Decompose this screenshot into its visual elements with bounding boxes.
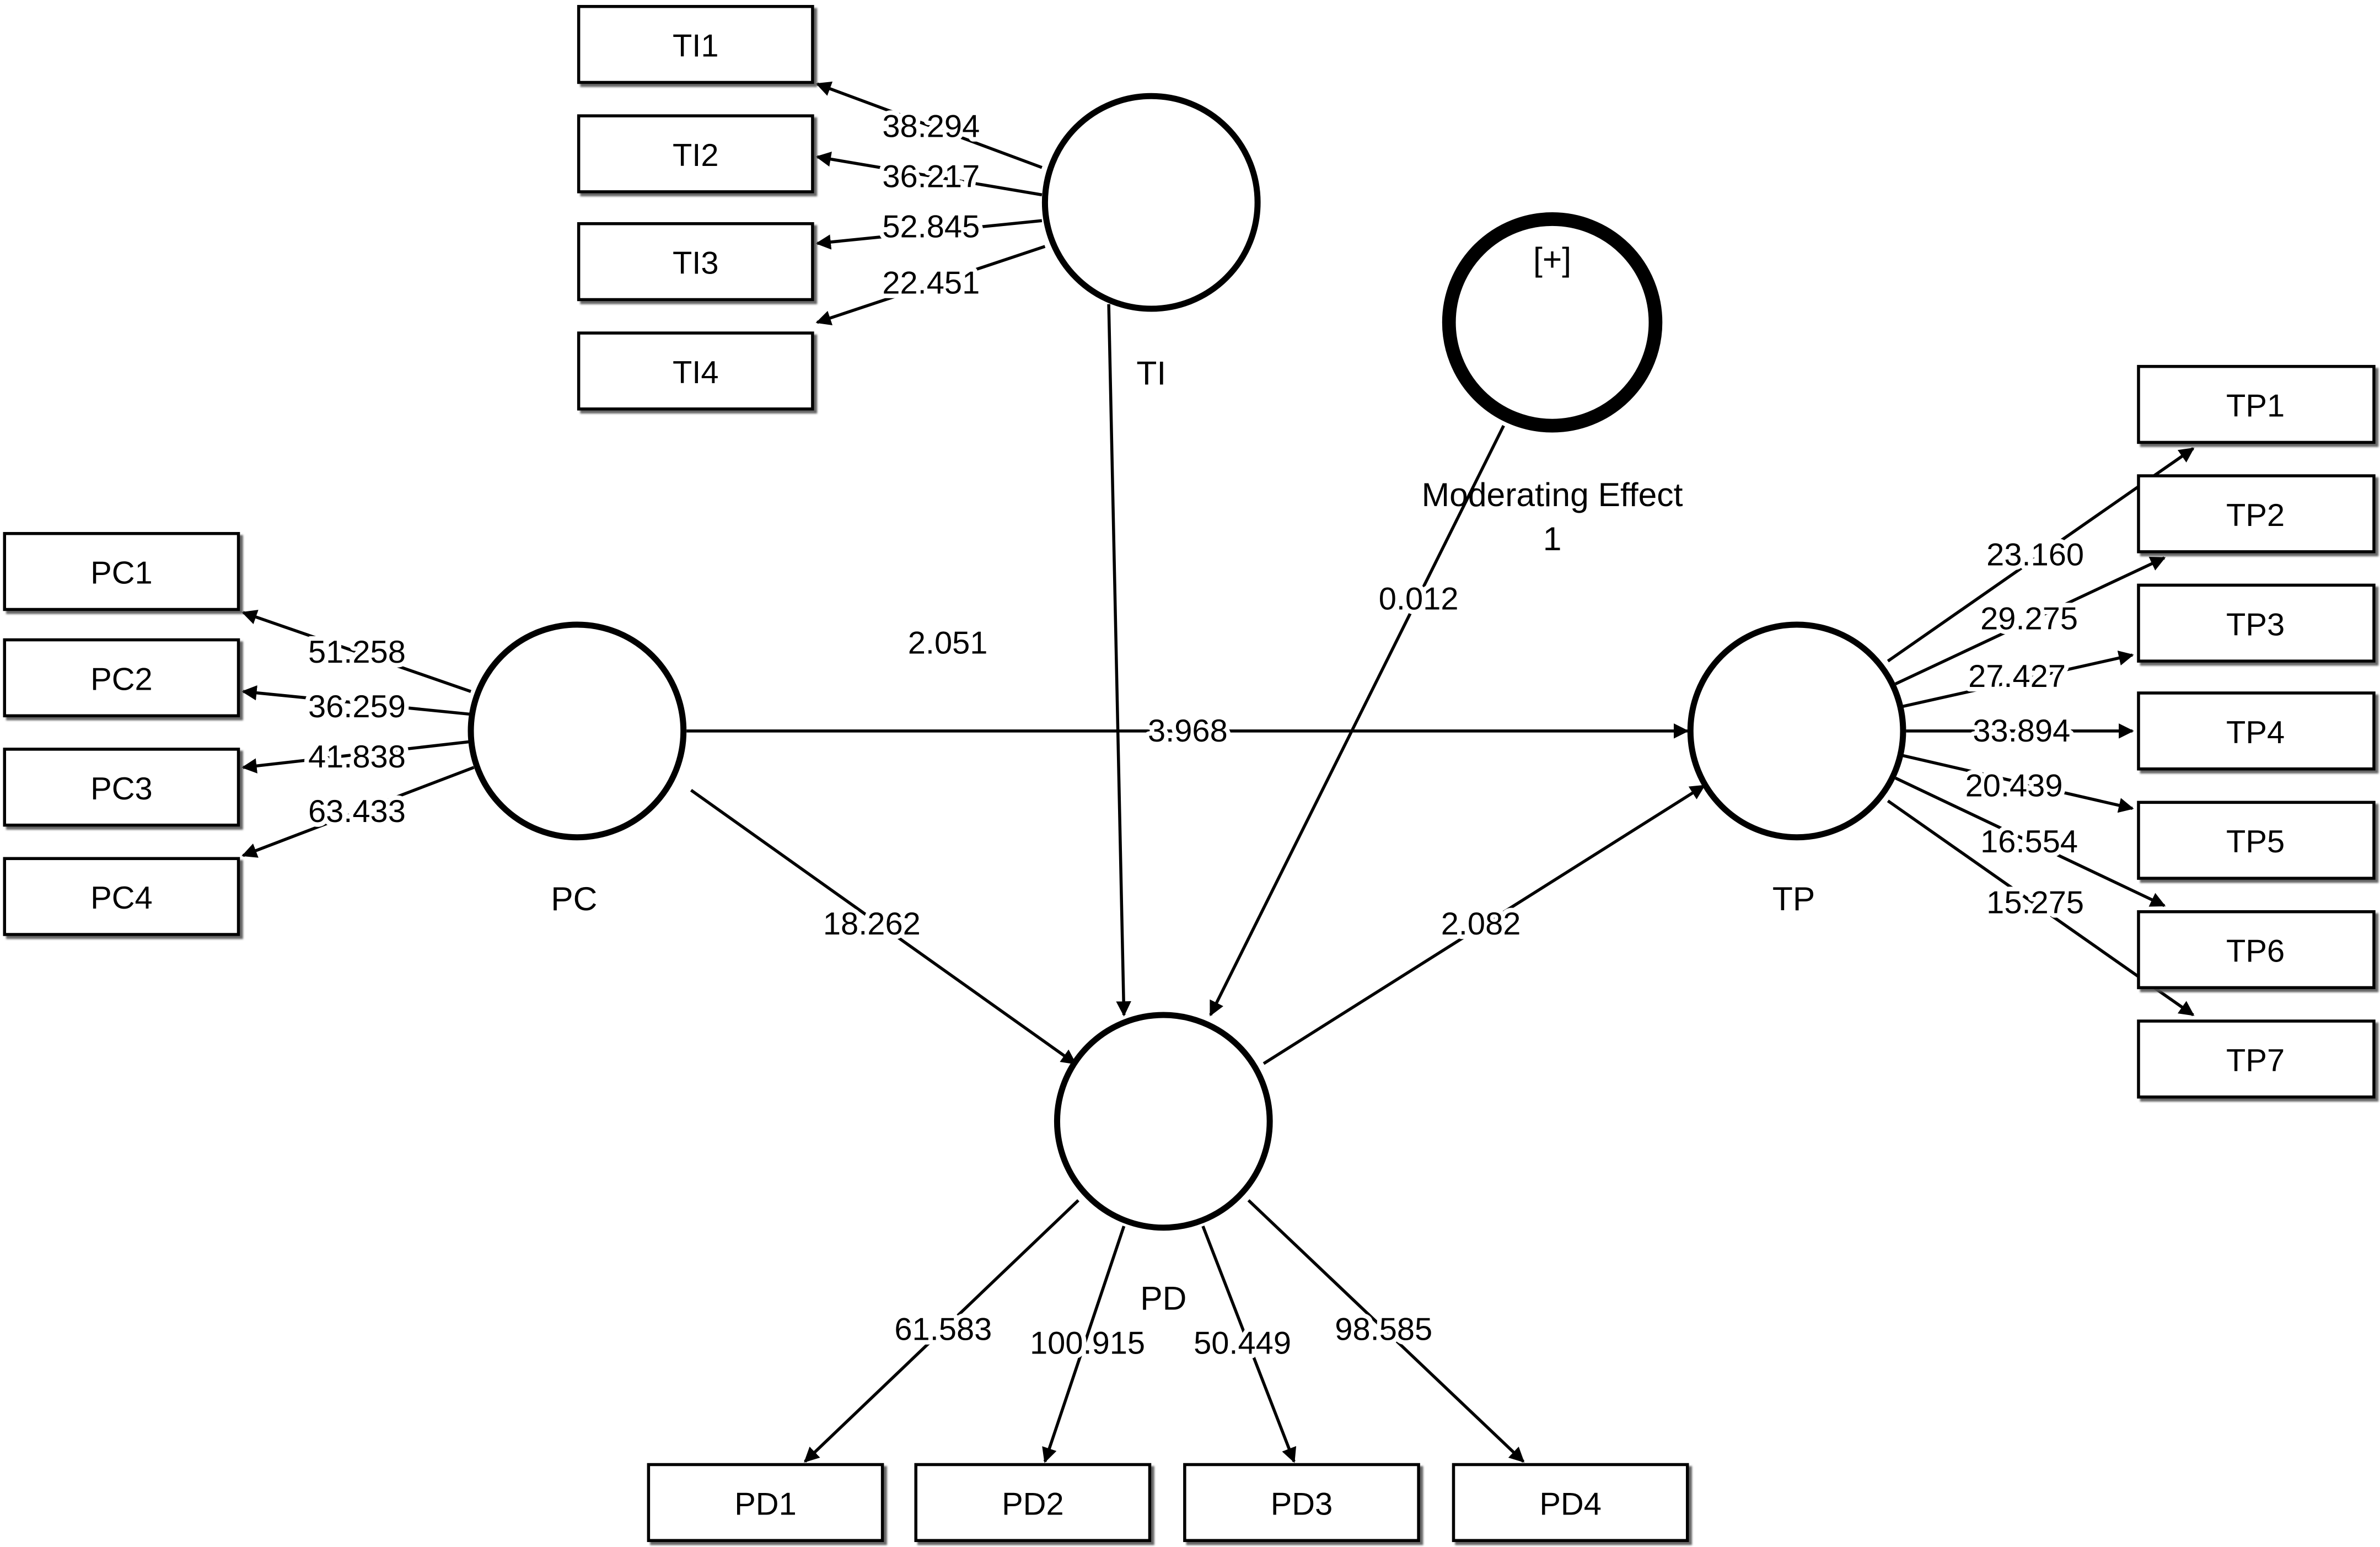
- edge-pc-pc2: [241, 685, 471, 716]
- indicator-label-tp7: TP7: [2226, 1043, 2285, 1078]
- indicator-label-pd1: PD1: [734, 1486, 797, 1522]
- edge-pc-pc4: [241, 766, 475, 858]
- indicator-label-tp3: TP3: [2226, 607, 2285, 642]
- loading-pd-pd3: 50.449: [1194, 1325, 1291, 1361]
- indicator-box-ti3[interactable]: [577, 222, 814, 302]
- moderating-effect-label-index: 1: [1543, 520, 1562, 557]
- indicator-label-tp6: TP6: [2226, 934, 2285, 969]
- loading-tp-tp1: 23.160: [1986, 538, 2084, 573]
- loading-pc-pc3: 41.838: [308, 739, 406, 775]
- loading-tp-tp2: 29.275: [1980, 601, 2078, 636]
- construct-pc-label: PC: [551, 880, 597, 917]
- moderating-effect-badge[interactable]: [+]: [1533, 240, 1571, 278]
- indicator-box-pd1[interactable]: [647, 1463, 884, 1543]
- indicator-label-ti1: TI1: [673, 29, 719, 64]
- edge-pd-pd3: [1201, 1225, 1297, 1463]
- construct-ti[interactable]: [1041, 93, 1261, 312]
- edge-ti-ti3: [815, 219, 1043, 250]
- construct-pd[interactable]: [1054, 1012, 1273, 1231]
- loading-tp-tp4: 33.894: [1973, 713, 2070, 749]
- indicator-box-pd4[interactable]: [1452, 1463, 1689, 1543]
- indicator-label-ti3: TI3: [673, 246, 719, 281]
- loading-pd-pd1: 61.583: [894, 1312, 992, 1347]
- path-coef-me-pd: 0.012: [1379, 581, 1459, 616]
- construct-tp[interactable]: [1687, 621, 1906, 841]
- edge-ti-pd: [1107, 304, 1131, 1017]
- indicator-label-tp2: TP2: [2226, 498, 2285, 533]
- path-coef-pc-tp: 3.968: [1148, 713, 1228, 749]
- edge-tp-tp5: [1901, 754, 2134, 813]
- loading-pc-pc1: 51.258: [308, 635, 406, 670]
- edge-ti-ti4: [815, 245, 1046, 326]
- loading-pd-pd4: 98.585: [1335, 1312, 1432, 1347]
- indicator-label-pc4: PC4: [90, 880, 153, 916]
- indicator-box-ti4[interactable]: [577, 331, 814, 411]
- loading-pc-pc4: 63.433: [308, 794, 406, 829]
- edge-pd-pd1: [804, 1199, 1079, 1463]
- indicator-box-tp7[interactable]: [2137, 1019, 2376, 1099]
- edge-pc-pc1: [241, 610, 471, 693]
- loading-tp-tp3: 27.427: [1968, 659, 2066, 694]
- indicator-label-pd3: PD3: [1271, 1486, 1333, 1522]
- loading-tp-tp6: 16.554: [1980, 824, 2078, 860]
- edge-tp-tp3: [1901, 651, 2134, 708]
- indicator-label-ti4: TI4: [673, 355, 719, 390]
- path-coef-pd-tp: 2.082: [1441, 906, 1521, 942]
- edge-pc-pd: [690, 789, 1077, 1065]
- edge-pc-pc3: [241, 740, 471, 774]
- indicator-box-pc1[interactable]: [3, 531, 240, 611]
- construct-pc[interactable]: [468, 621, 687, 841]
- edge-me-pd: [1209, 425, 1505, 1017]
- loading-ti-ti3: 52.845: [882, 210, 980, 245]
- indicator-label-tp4: TP4: [2226, 715, 2285, 750]
- indicator-label-tp1: TP1: [2226, 389, 2285, 424]
- indicator-label-pc2: PC2: [90, 662, 153, 697]
- indicator-box-tp2[interactable]: [2137, 474, 2376, 554]
- indicator-label-tp5: TP5: [2226, 824, 2285, 860]
- indicator-label-pd2: PD2: [1002, 1486, 1064, 1522]
- path-coef-ti-pd: 2.051: [908, 625, 988, 660]
- indicator-box-pd3[interactable]: [1183, 1463, 1420, 1543]
- edge-pd-pd4: [1247, 1199, 1525, 1463]
- indicator-label-pc1: PC1: [90, 556, 153, 591]
- indicator-box-tp3[interactable]: [2137, 583, 2376, 663]
- edge-ti-ti1: [815, 81, 1043, 169]
- edge-tp-tp2: [1895, 556, 2166, 685]
- indicator-box-pc2[interactable]: [3, 638, 240, 718]
- loading-tp-tp7: 15.275: [1986, 885, 2084, 920]
- loading-tp-tp5: 20.439: [1965, 768, 2063, 803]
- edge-ti-ti2: [815, 152, 1043, 197]
- indicator-label-pc3: PC3: [90, 771, 153, 807]
- edge-pd-tp: [1262, 784, 1706, 1065]
- edge-pd-pd2: [1042, 1226, 1126, 1463]
- loading-pc-pc2: 36.259: [308, 689, 406, 724]
- edge-tp-tp6: [1894, 776, 2166, 907]
- moderating-effect-label: Moderating Effect: [1422, 476, 1683, 513]
- construct-ti-label: TI: [1136, 354, 1166, 392]
- indicator-box-pc3[interactable]: [3, 748, 240, 827]
- indicator-box-tp6[interactable]: [2137, 910, 2376, 990]
- construct-moderating-effect[interactable]: [1442, 212, 1663, 433]
- indicator-box-ti2[interactable]: [577, 114, 814, 194]
- construct-tp-label: TP: [1772, 880, 1815, 917]
- indicator-box-pc4[interactable]: [3, 857, 240, 936]
- indicator-box-tp5[interactable]: [2137, 801, 2376, 880]
- construct-pd-label: PD: [1140, 1279, 1186, 1317]
- loading-ti-ti4: 22.451: [882, 265, 980, 300]
- path-coef-pc-pd: 18.262: [823, 906, 921, 942]
- loading-pd-pd2: 100.915: [1030, 1325, 1145, 1361]
- loading-ti-ti2: 36.217: [882, 159, 980, 195]
- indicator-box-tp4[interactable]: [2137, 691, 2376, 771]
- loading-ti-ti1: 38.294: [882, 109, 980, 144]
- indicator-label-pd4: PD4: [1539, 1486, 1602, 1522]
- indicator-box-ti1[interactable]: [577, 4, 814, 84]
- indicator-label-ti2: TI2: [673, 138, 719, 173]
- indicator-box-pd2[interactable]: [914, 1463, 1152, 1543]
- indicator-box-tp1[interactable]: [2137, 364, 2376, 444]
